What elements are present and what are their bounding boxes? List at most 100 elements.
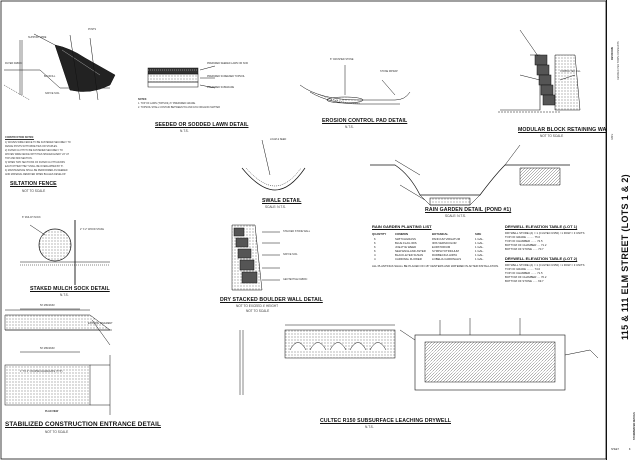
modular-wall-title: MODULAR BLOCK RETAINING WALL xyxy=(518,127,613,133)
erosion-pad-scale: N.T.S. xyxy=(345,125,354,129)
mulch-sock-scale: N.T.S. xyxy=(60,293,69,297)
min-50-label: 50' MINIMUM xyxy=(40,304,55,307)
drywell-section-drawing xyxy=(239,324,396,395)
boulder-wall-drawing xyxy=(231,224,280,291)
prepared-subgrade-label: PREPARED SUBGRADE xyxy=(207,86,235,89)
planting-list-title: RAIN GARDEN PLANTING LIST xyxy=(372,224,432,229)
revision-1: REVISED PER TOWN COMMENTS xyxy=(617,41,620,80)
planting-row-common: NEW ENGLAND ASTER xyxy=(395,249,426,253)
drywell-table-1-title: DRYWELL ELEVATION TABLE (LOT 1) xyxy=(505,224,578,229)
planting-row-common: SWITCHGRASS xyxy=(395,237,416,241)
silt-fence-scale: NOT TO SCALE xyxy=(22,189,46,193)
planting-row-size: 1 GAL. xyxy=(475,245,484,249)
planting-header-qty: QUANTITY xyxy=(372,232,387,236)
crushed-stone-label: 8" CRUSHED STONE xyxy=(330,58,354,61)
silt-note-line: AND MATERIAL REMOVED WHEN BULGES DEVELOP… xyxy=(5,173,66,176)
planting-row-botanical: PANICUM VIRGATUM xyxy=(432,237,461,241)
drywell-table-2-line: DRYWELL STORE (A) = 1 (CULTEC R150) / 1 … xyxy=(505,263,585,267)
planting-row-size: 1 GAL. xyxy=(475,237,484,241)
silt-notes-heading: CONSTRUCTION NOTES: xyxy=(5,136,34,139)
drywell-table-2-line: BOTTOM OF CHAMBER .... 70.2 xyxy=(505,275,547,279)
support-wire-label: SUPPORT WIRE xyxy=(28,36,47,39)
entrance-title: STABILIZED CONSTRUCTION ENTRANCE DETAIL xyxy=(5,421,161,428)
sheet-number: 3 xyxy=(629,448,631,451)
silt-note-line: FENCE POSTS WITH WIRE TIES OR STAPLES. xyxy=(5,145,58,148)
boulder-wall-subtitle: NOT TO EXCEED 4' HEIGHT xyxy=(236,304,279,308)
backfill-label: BACKFILL xyxy=(44,75,56,78)
prepared-topsoil-label: PREPARED SCREENED TOPSOIL xyxy=(207,75,245,78)
boulder-wall-scale: NOT TO SCALE xyxy=(246,309,270,313)
planting-row-qty: 6 xyxy=(374,249,376,253)
drywell-table-1-line: BOTTOM OF CHAMBER .... 71.2 xyxy=(505,243,547,247)
planting-row-size: 1 GAL. xyxy=(475,241,484,245)
drywell-table-2-title: DRYWELL ELEVATION TABLE (LOT 2) xyxy=(505,256,578,261)
silt-note-line: 2) FILTER CLOTH TO BE FASTENED SECURELY … xyxy=(5,149,63,152)
silt-note-line: 3) WHEN TWO SECTIONS OF FILTER CLOTH ADJ… xyxy=(5,161,65,164)
filter-fabric-label: FILTER FABRIC xyxy=(5,62,23,65)
sheet-title: STORMWATER DETAILS xyxy=(633,412,636,440)
min-50-label-plan: 50' MINIMUM xyxy=(40,347,55,350)
planting-note: ALL PLANTINGS SHALL BE PLACED ON 18" CEN… xyxy=(372,264,499,268)
drywell-table-1-line: DRYWELL STORE (A) = 1 (CULTEC R150) / 1 … xyxy=(505,231,585,235)
erosion-pad-drawing xyxy=(299,65,411,105)
plan-view-label: PLAN VIEW xyxy=(45,410,59,413)
lawn-title: SEEDED OR SODDED LAWN DETAIL xyxy=(155,122,249,128)
modular-wall-scale: NOT TO SCALE xyxy=(540,134,564,138)
lawn-notes-heading: NOTES: xyxy=(138,98,148,101)
drywell-table-2-line: TOP OF CHAMBER ....... 71.5 xyxy=(505,271,543,275)
planting-header-botanical: BOTANICAL xyxy=(432,232,449,236)
planting-row-size: 1 GAL. xyxy=(475,253,484,257)
native-soil-wall-label: NATIVE SOIL xyxy=(283,253,298,256)
planting-row-common: BLACK-EYED SUSAN xyxy=(395,253,424,257)
modular-wall-drawing xyxy=(498,29,581,113)
planting-header-size: SIZE xyxy=(475,232,482,236)
prepared-seeded-label: PREPARED SEEDED LAWN OR SOD xyxy=(207,62,249,65)
title-block: REVISIONS REVISED PER TOWN COMMENTS DATE… xyxy=(606,0,640,460)
lawn-note-line: 2. TOPSOIL SHALL CONTAIN BETWEEN 5% AND … xyxy=(138,106,221,109)
lawn-note-line: 1. TOP OF LAWN (TOPSOIL) 6" PREPARED GRA… xyxy=(138,102,196,105)
native-soil-label: NATIVE SOIL xyxy=(45,92,60,95)
lawn-drawing xyxy=(147,65,216,89)
rain-garden-drawing xyxy=(370,144,570,206)
lawn-scale: N.T.S. xyxy=(180,129,189,133)
entrance-scale: NOT TO SCALE xyxy=(45,430,69,434)
planting-row-common: JOE-PYE WEED xyxy=(395,245,417,249)
loam-seed-label: LOAM & SEED xyxy=(270,138,287,141)
drywell-table-1-line: BOTTOM OF STONE ...... 70.7 xyxy=(505,247,544,251)
sheet-label: SHEET xyxy=(611,448,619,451)
silt-note-line: 1) WOVEN WIRE FENCE TO BE FASTENED SECUR… xyxy=(5,141,71,144)
mulch-sock-label: 8" MULCH SOCK xyxy=(22,216,41,219)
silt-note-line: EACH OTHER THEY SHALL BE OVERLAPPED BY 6… xyxy=(5,165,64,168)
planting-row-botanical: IRIS VERSICOLOR xyxy=(432,241,457,245)
planting-row-qty: 6 xyxy=(374,245,376,249)
planting-row-qty: 4 xyxy=(374,257,376,261)
stacked-stone-label: STACKED STONE WALL xyxy=(283,230,311,233)
geotextile-label: GEOTEXTILE FABRIC xyxy=(283,278,308,281)
swale-scale: SCALE: N.T.S. xyxy=(265,205,286,209)
silt-note-line: 4) MAINTENANCE SHALL BE PERFORMED AS NEE… xyxy=(5,169,68,172)
silt-note-line: TOP AND MID SECTION. xyxy=(5,157,33,160)
drywell-title: CULTEC R150 SUBSURFACE LEACHING DRYWELL xyxy=(320,418,451,424)
planting-row-qty: 6 xyxy=(374,237,376,241)
planting-row-botanical: RUDBECKIA HIRTA xyxy=(432,253,458,257)
project-address: 115 & 111 ELM STREET (LOTS 1 & 2) xyxy=(620,174,630,340)
planting-row-botanical: LOBELIA CARDINALIS xyxy=(432,257,462,261)
mulch-sock-title: STAKED MULCH SOCK DETAIL xyxy=(30,286,110,292)
swale-title: SWALE DETAIL xyxy=(262,198,302,204)
entrance-drawing xyxy=(4,308,112,415)
stone-size-label: 1" TO 2" COARSE AGGREGATE (TYP.) xyxy=(20,370,63,373)
drywell-table-2-line: BOTTOM OF STONE ...... 69.7 xyxy=(505,279,544,283)
silt-note-line: WOVEN WIRE FENCE WITH TIES SPACED EVERY … xyxy=(5,153,69,156)
drywell-plan-drawing xyxy=(399,318,599,391)
erosion-pad-title: EROSION CONTROL PAD DETAIL xyxy=(322,118,408,124)
existing-pavement-label: EXISTING PAVEMENT xyxy=(88,322,113,325)
mulch-sock-drawing xyxy=(20,220,110,285)
drywell-table-1-line: TOP OF GRADE ......... 75.0 xyxy=(505,235,541,239)
date-label: DATE xyxy=(611,133,614,140)
stake-label: 2" X 2" WOOD STAKE xyxy=(80,228,104,231)
compacted-fill-label: COMPACTED FILL xyxy=(560,70,581,73)
posts-label: POSTS xyxy=(88,28,97,31)
silt-fence-drawing xyxy=(3,33,116,101)
